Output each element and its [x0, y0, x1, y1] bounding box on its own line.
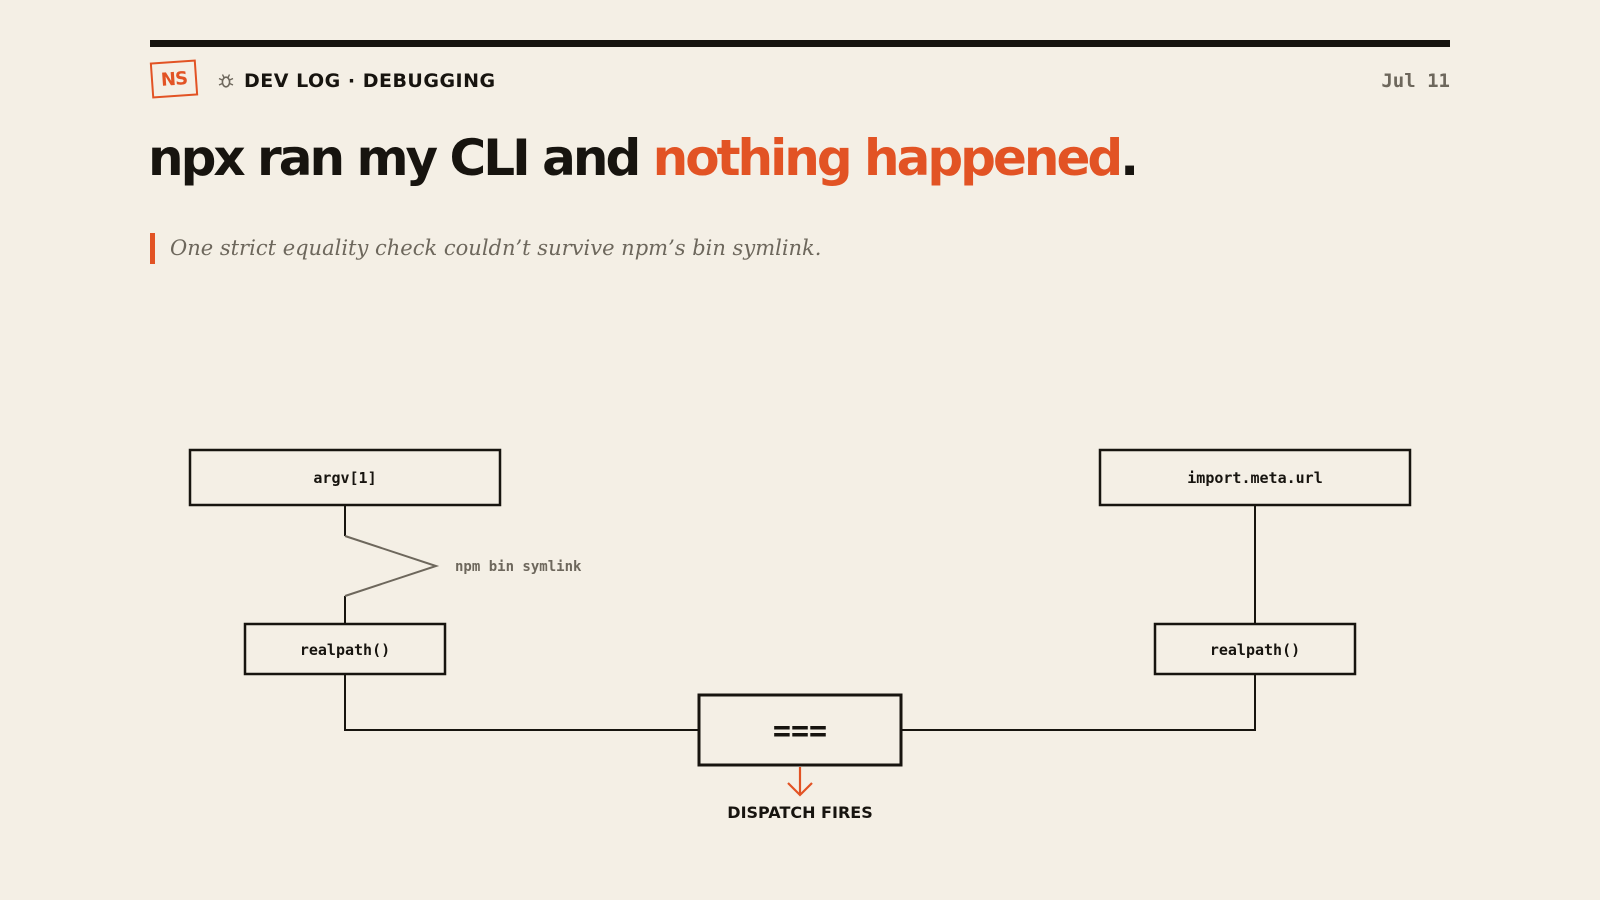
result-label: DISPATCH FIRES — [727, 803, 872, 822]
left-realpath-label: realpath() — [300, 641, 390, 659]
connector-right-merge — [901, 674, 1256, 731]
import-meta-url-label: import.meta.url — [1187, 469, 1322, 487]
title-accent: nothing happened — [652, 129, 1124, 187]
strict-equality-label: === — [773, 714, 827, 749]
import-meta-url-box — [1098, 448, 1412, 507]
post-date: Jul 11 — [1381, 70, 1450, 92]
argv-box — [188, 448, 502, 507]
symlink-zigzag — [344, 535, 440, 597]
down-arrow-icon — [787, 767, 813, 797]
symlink-note: npm bin symlink — [455, 559, 582, 575]
top-rule — [150, 40, 1450, 47]
strict-equality-box — [697, 693, 903, 767]
argv-label: argv[1] — [313, 469, 376, 487]
page-title: npx ran my CLI and nothing happened. — [148, 126, 1139, 190]
left-realpath-box — [243, 622, 447, 676]
right-realpath-box — [1153, 622, 1357, 676]
section-kicker: DEV LOG · DEBUGGING — [244, 70, 496, 92]
right-realpath-label: realpath() — [1210, 641, 1300, 659]
connector-left-merge — [344, 674, 699, 731]
title-tail: . — [1120, 129, 1139, 187]
title-lead: npx ran my CLI and — [148, 129, 653, 187]
subtitle: One strict equality check couldn’t survi… — [150, 233, 821, 264]
bug-icon — [218, 74, 234, 88]
